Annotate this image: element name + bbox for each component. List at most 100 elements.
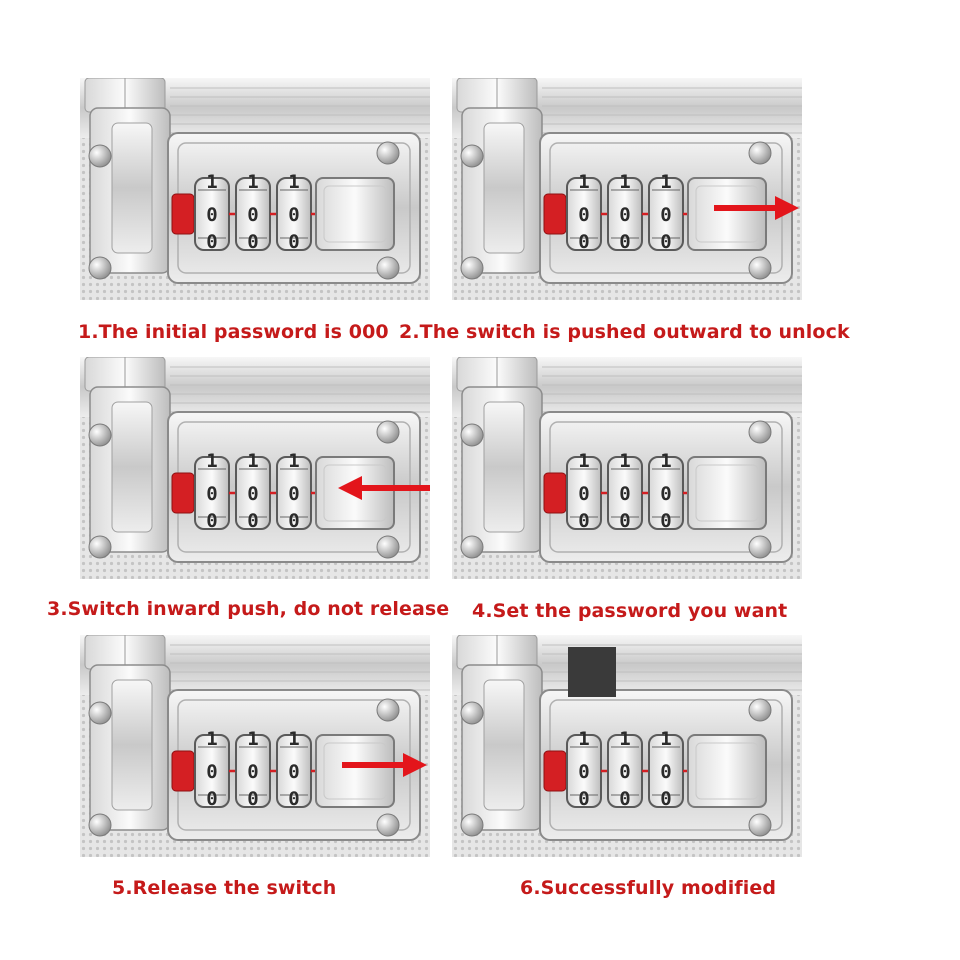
rivet	[88, 535, 112, 559]
svg-text:1: 1	[247, 450, 258, 472]
svg-text:1: 1	[206, 728, 217, 750]
svg-text:0: 0	[206, 510, 217, 532]
svg-text:1: 1	[660, 171, 671, 193]
combination-dial: 100	[276, 728, 312, 810]
combination-dial: 100	[566, 171, 602, 253]
svg-text:0: 0	[578, 761, 589, 783]
combination-dial: 100	[276, 450, 312, 532]
rivet	[748, 141, 772, 165]
svg-text:0: 0	[619, 510, 630, 532]
svg-text:1: 1	[206, 450, 217, 472]
svg-text:0: 0	[247, 510, 258, 532]
combination-dial: 1 0 0	[194, 450, 230, 532]
rivet	[376, 813, 400, 837]
svg-text:1: 1	[206, 171, 217, 193]
svg-text:0: 0	[206, 231, 217, 253]
rivet	[376, 420, 400, 444]
svg-text:1: 1	[247, 171, 258, 193]
rivet	[88, 701, 112, 725]
rivet	[376, 141, 400, 165]
rivet	[748, 698, 772, 722]
svg-text:0: 0	[619, 483, 630, 505]
combination-dial: 100	[607, 171, 643, 253]
rivet	[748, 813, 772, 837]
rivet	[88, 813, 112, 837]
redaction-block	[568, 647, 616, 697]
svg-text:1: 1	[288, 450, 299, 472]
svg-text:1: 1	[578, 728, 589, 750]
svg-text:1: 1	[660, 728, 671, 750]
svg-text:0: 0	[578, 483, 589, 505]
svg-text:0: 0	[288, 231, 299, 253]
combination-dial: 100	[648, 728, 684, 810]
step-5-caption: 5.Release the switch	[112, 877, 337, 899]
rivet	[460, 813, 484, 837]
svg-text:0: 0	[660, 510, 671, 532]
svg-text:0: 0	[247, 761, 258, 783]
svg-text:0: 0	[247, 231, 258, 253]
rivet	[88, 423, 112, 447]
combination-dial: 1 0 0	[194, 171, 230, 253]
step-3-caption: 3.Switch inward push, do not release	[47, 598, 450, 620]
combination-dial: 100	[648, 171, 684, 253]
svg-text:0: 0	[206, 204, 217, 226]
rivet	[460, 423, 484, 447]
svg-text:1: 1	[660, 450, 671, 472]
latch-tab	[543, 750, 567, 792]
latch-tab	[171, 193, 195, 235]
svg-text:0: 0	[247, 788, 258, 810]
svg-text:0: 0	[619, 761, 630, 783]
rivet	[376, 256, 400, 280]
rivet	[376, 698, 400, 722]
svg-text:0: 0	[288, 483, 299, 505]
combination-dial: 1 0 0	[235, 450, 271, 532]
combination-dial: 100	[607, 728, 643, 810]
latch-tab	[543, 472, 567, 514]
rivet	[88, 144, 112, 168]
latch-tab	[171, 750, 195, 792]
rivet	[460, 256, 484, 280]
rivet	[460, 701, 484, 725]
svg-text:0: 0	[660, 483, 671, 505]
svg-text:0: 0	[578, 510, 589, 532]
svg-text:0: 0	[288, 761, 299, 783]
lock-illustration: 1 0 0 1 0 0 1 0 0	[80, 78, 430, 300]
svg-text:0: 0	[619, 204, 630, 226]
svg-text:1: 1	[288, 171, 299, 193]
combination-dial: 100	[566, 728, 602, 810]
combination-dial: 1 0 0	[607, 450, 643, 532]
svg-text:0: 0	[288, 788, 299, 810]
svg-text:0: 0	[247, 483, 258, 505]
svg-text:0: 0	[206, 483, 217, 505]
svg-text:0: 0	[288, 204, 299, 226]
combination-dial: 1 0 0	[235, 171, 271, 253]
svg-text:0: 0	[206, 788, 217, 810]
combination-dial: 1 0 0	[276, 171, 312, 253]
combination-dial: 1 0 0	[194, 728, 230, 810]
combination-dial: 1 0 0	[648, 450, 684, 532]
svg-text:1: 1	[619, 450, 630, 472]
svg-text:1: 1	[578, 171, 589, 193]
step-1-caption: 1.The initial password is 000	[78, 321, 389, 343]
step-2-caption: 2.The switch is pushed outward to unlock	[399, 321, 850, 343]
svg-text:0: 0	[578, 204, 589, 226]
combination-dial: 100	[566, 450, 602, 532]
svg-text:0: 0	[660, 761, 671, 783]
latch-tab	[171, 472, 195, 514]
rivet	[376, 535, 400, 559]
combination-dial: 1 0 0	[235, 728, 271, 810]
svg-text:0: 0	[247, 204, 258, 226]
svg-text:0: 0	[206, 761, 217, 783]
rivet	[88, 256, 112, 280]
svg-text:1: 1	[619, 171, 630, 193]
svg-text:1: 1	[247, 728, 258, 750]
step-4-caption: 4.Set the password you want	[472, 600, 788, 622]
